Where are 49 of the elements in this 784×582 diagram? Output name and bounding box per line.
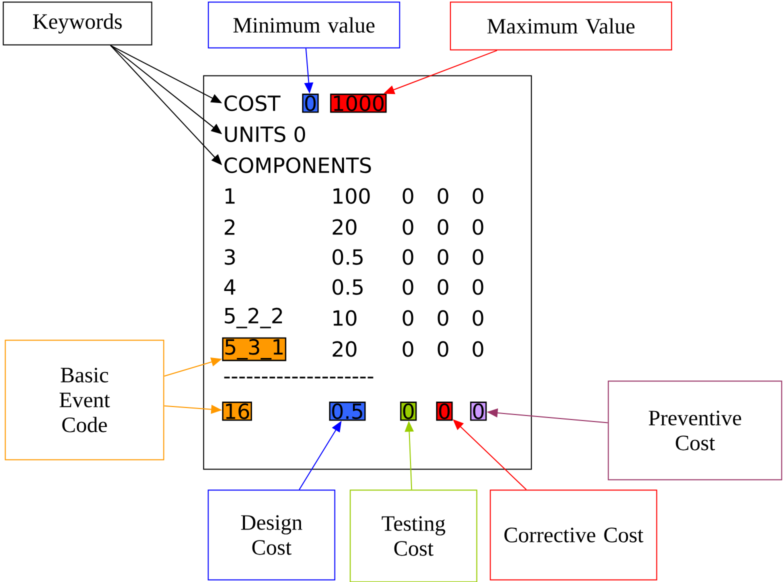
listing-text: 0 (438, 341, 448, 357)
listing-text: 0.5 (332, 279, 363, 295)
listing-text: 0 (402, 219, 414, 235)
callout-box: Preventive Cost (608, 380, 782, 480)
keyword-text: UNITS 0 (225, 126, 306, 142)
listing-text: -------------------- (224, 376, 374, 378)
highlighted-value: 16 (222, 402, 252, 421)
listing-text: 0 (402, 310, 414, 326)
listing-text: 0 (402, 249, 414, 265)
listing-text: 20 (332, 341, 356, 357)
highlighted-value: 0.5 (329, 402, 366, 421)
listing-text: 0 (402, 279, 414, 295)
highlighted-value: 0 (470, 402, 487, 421)
listing-text: 0 (402, 188, 414, 204)
listing-text: 0 (438, 310, 448, 326)
callout-box: Keywords (2, 2, 152, 46)
callout-box: Testing Cost (350, 490, 478, 582)
highlighted-value: 5_3_1 (222, 337, 286, 362)
listing-text: 0 (472, 279, 484, 295)
keyword-text: COMPONENTS (224, 157, 371, 174)
highlighted-value: 0 (302, 94, 319, 113)
listing-text: 2 (224, 219, 234, 235)
listing-text: 0 (472, 188, 484, 204)
listing-text: 100 (334, 188, 370, 204)
callout-box: Design Cost (208, 490, 336, 580)
listing-text: 0 (438, 279, 448, 295)
callout-box: Basic Event Code (4, 340, 164, 460)
listing-text: 0 (472, 219, 484, 235)
listing-text: 4 (224, 279, 236, 295)
listing-text: 0 (472, 341, 484, 357)
listing-text: 0 (472, 249, 484, 265)
callout-box: Maximum Value (450, 2, 672, 50)
highlighted-value: 0 (436, 402, 453, 421)
highlighted-value: 1000 (330, 94, 387, 113)
listing-text: 0 (438, 219, 448, 235)
listing-text: 3 (224, 249, 235, 265)
listing-text: 0 (472, 310, 484, 326)
listing-text: 0 (402, 341, 414, 357)
listing-text: 0.5 (332, 249, 363, 265)
keyword-text: COST (224, 95, 281, 112)
listing-text: 0 (438, 188, 448, 204)
listing-text: 1 (226, 188, 235, 204)
listing-text: 0 (438, 249, 448, 265)
listing-text: 20 (332, 219, 356, 235)
listing-text: 5_2_2 (224, 308, 282, 328)
listing-text: 10 (334, 310, 356, 326)
callout-box: Minimum value (208, 2, 400, 48)
file-listing-box (203, 75, 532, 470)
callout-box: Corrective Cost (490, 490, 658, 580)
